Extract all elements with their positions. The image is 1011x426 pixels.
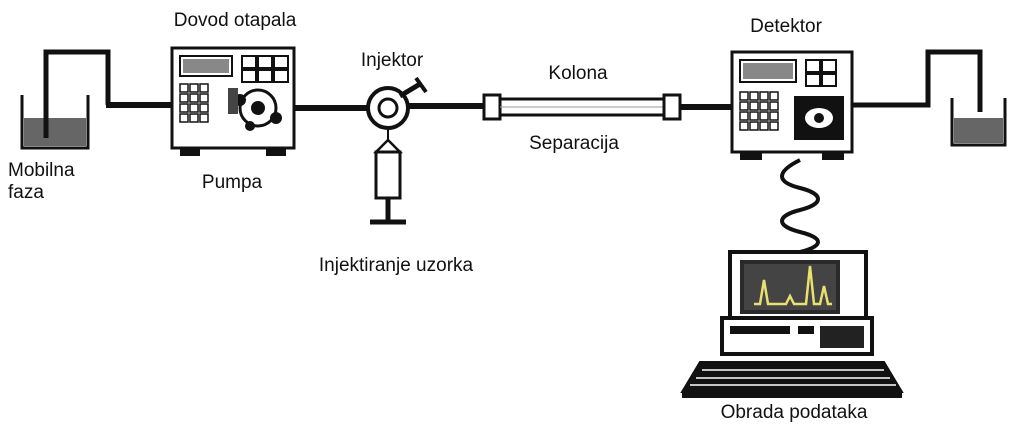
label-sample-injection: Injektiranje uzorka	[318, 255, 474, 276]
waste-reservoir	[950, 98, 1007, 147]
signal-cable	[780, 158, 820, 254]
label-detector: Detektor	[750, 16, 822, 37]
detector-unit	[730, 50, 854, 160]
tube-detector-waste	[852, 49, 983, 112]
label-data-processing: Obrada podataka	[720, 402, 868, 423]
label-separation: Separacija	[529, 133, 619, 154]
injector-valve	[366, 76, 428, 130]
sample-syringe	[370, 128, 406, 225]
mobile-phase-reservoir	[20, 49, 111, 150]
separation-column	[482, 93, 682, 121]
computer-workstation	[680, 250, 904, 398]
chromatogram-trace	[754, 265, 832, 306]
label-column: Kolona	[548, 63, 608, 84]
label-injector: Injektor	[360, 50, 424, 71]
label-solvent-supply: Dovod otapala	[173, 10, 297, 31]
pump-unit	[170, 46, 296, 156]
label-mobile-phase: Mobilna faza	[8, 160, 75, 203]
label-pump: Pumpa	[201, 172, 263, 193]
